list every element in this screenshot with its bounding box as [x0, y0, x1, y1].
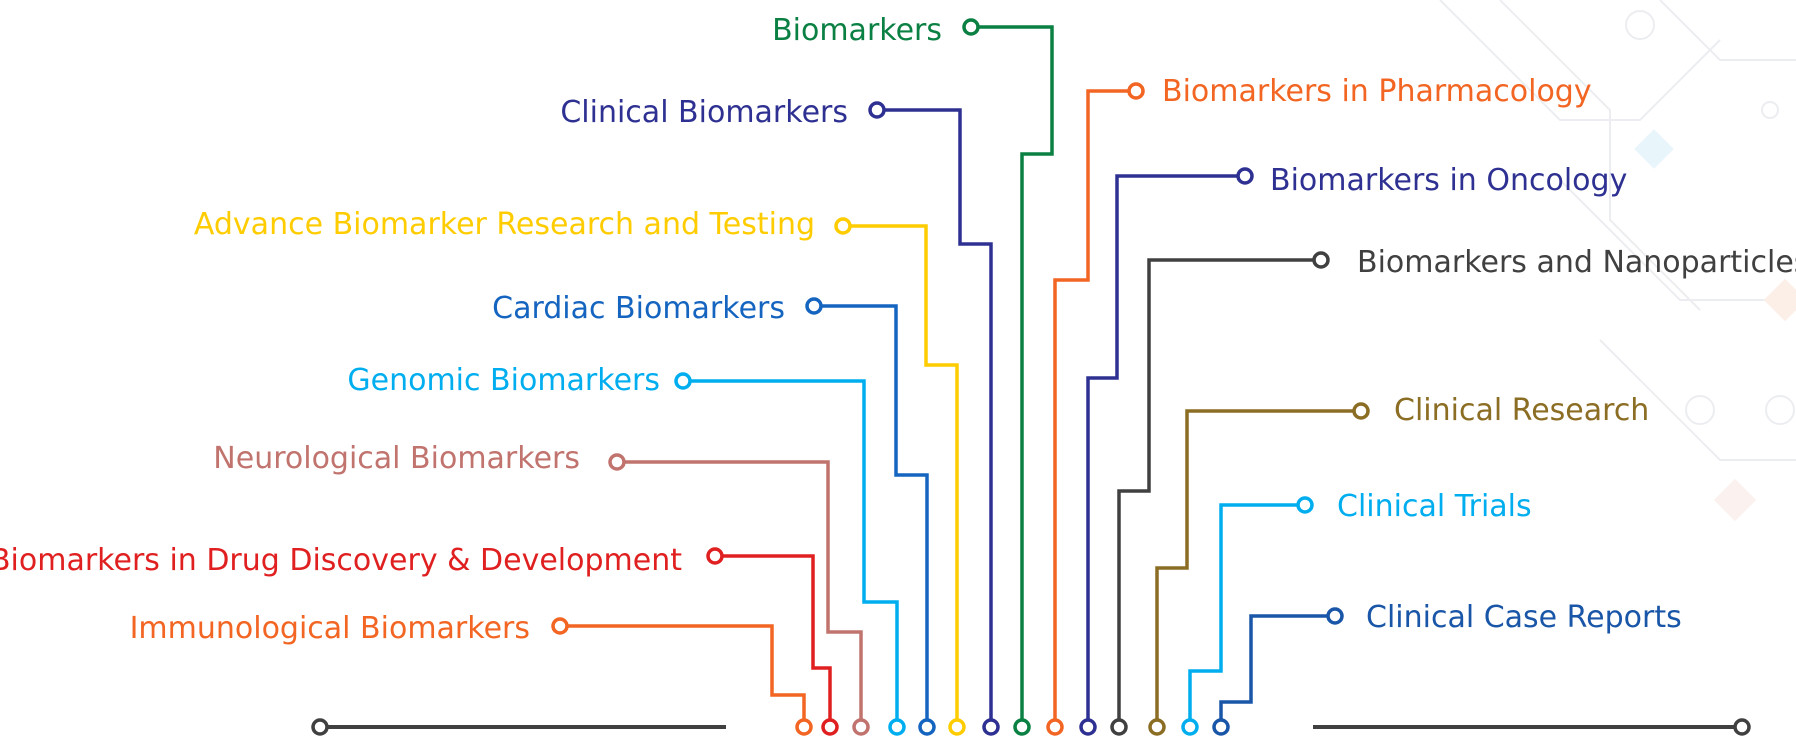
baseline-left-node [311, 718, 329, 736]
label-node [834, 217, 852, 235]
wire-oncology [1086, 174, 1238, 727]
branch-pharmacology: Biomarkers in Pharmacology [1046, 74, 1592, 736]
bottom-node [948, 718, 966, 736]
branch-neurological: Neurological Biomarkers [213, 441, 870, 736]
bottom-node [1181, 718, 1199, 736]
topic-label-biomarkers[interactable]: Biomarkers [772, 13, 942, 48]
bottom-node [1013, 718, 1031, 736]
wire-immunological [566, 624, 806, 727]
label-node [1296, 496, 1314, 514]
topic-label-nanoparticles[interactable]: Biomarkers and Nanoparticles [1357, 245, 1796, 280]
topic-label-case-reports[interactable]: Clinical Case Reports [1366, 600, 1682, 635]
topic-label-immunological[interactable]: Immunological Biomarkers [130, 611, 530, 646]
label-node [1127, 82, 1145, 100]
bottom-node [1110, 718, 1128, 736]
wire-genomic [689, 379, 899, 727]
branch-nanoparticles: Biomarkers and Nanoparticles [1110, 245, 1796, 736]
wire-clinical-biomarkers [883, 108, 993, 727]
branch-case-reports: Clinical Case Reports [1212, 600, 1682, 736]
branch-drug-discovery: Biomarkers in Drug Discovery & Developme… [0, 543, 839, 736]
topic-label-clinical-biomarkers[interactable]: Clinical Biomarkers [560, 95, 848, 130]
topic-label-genomic[interactable]: Genomic Biomarkers [347, 363, 660, 398]
wire-pharmacology [1053, 89, 1129, 727]
branch-immunological: Immunological Biomarkers [130, 611, 813, 736]
label-node [1312, 251, 1330, 269]
wire-cardiac [820, 304, 929, 727]
topic-label-cardiac[interactable]: Cardiac Biomarkers [492, 291, 785, 326]
wire-drug-discovery [721, 554, 832, 727]
bottom-node [821, 718, 839, 736]
topic-label-clinical-trials[interactable]: Clinical Trials [1337, 489, 1532, 524]
branch-genomic: Genomic Biomarkers [347, 363, 906, 736]
bottom-node [982, 718, 1000, 736]
label-node [608, 453, 626, 471]
label-node [1352, 402, 1370, 420]
label-node [706, 547, 724, 565]
wire-biomarkers [977, 25, 1054, 727]
branch-cardiac: Cardiac Biomarkers [492, 291, 936, 736]
branch-clinical-biomarkers: Clinical Biomarkers [560, 95, 1000, 736]
label-node [962, 18, 980, 36]
wire-case-reports [1219, 614, 1328, 727]
bottom-node [918, 718, 936, 736]
topic-label-neurological[interactable]: Neurological Biomarkers [213, 441, 580, 476]
bottom-node [1079, 718, 1097, 736]
branch-oncology: Biomarkers in Oncology [1079, 163, 1627, 736]
bottom-node [1148, 718, 1166, 736]
label-node [1236, 167, 1254, 185]
branch-biomarkers: Biomarkers [772, 13, 1054, 736]
topic-label-advance-research[interactable]: Advance Biomarker Research and Testing [194, 207, 815, 242]
wire-neurological [623, 460, 863, 727]
topic-label-oncology[interactable]: Biomarkers in Oncology [1270, 163, 1627, 198]
bottom-node [795, 718, 813, 736]
baseline-right-node [1733, 718, 1751, 736]
branch-clinical-research: Clinical Research [1148, 393, 1649, 736]
label-node [1326, 607, 1344, 625]
bottom-node [1046, 718, 1064, 736]
wire-clinical-trials [1188, 503, 1298, 727]
topic-label-pharmacology[interactable]: Biomarkers in Pharmacology [1162, 74, 1592, 109]
topic-label-clinical-research[interactable]: Clinical Research [1394, 393, 1649, 428]
bottom-node [1212, 718, 1230, 736]
label-node [551, 617, 569, 635]
label-node [674, 372, 692, 390]
wire-clinical-research [1155, 409, 1354, 727]
bottom-node [852, 718, 870, 736]
bottom-node [888, 718, 906, 736]
branch-advance-research: Advance Biomarker Research and Testing [194, 207, 966, 736]
label-node [868, 101, 886, 119]
label-node [805, 297, 823, 315]
branch-clinical-trials: Clinical Trials [1181, 489, 1532, 736]
topic-label-drug-discovery[interactable]: Biomarkers in Drug Discovery & Developme… [0, 543, 682, 578]
wire-advance-research [849, 224, 959, 727]
wire-nanoparticles [1117, 258, 1314, 727]
